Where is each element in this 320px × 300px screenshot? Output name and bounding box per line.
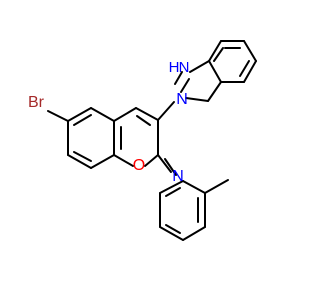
bond xyxy=(185,97,209,102)
bond xyxy=(73,151,92,162)
bond xyxy=(243,40,257,62)
bond xyxy=(208,40,222,62)
benzimidazole-nitrogen-label: N xyxy=(176,91,188,108)
bond xyxy=(165,224,181,234)
benzimidazole-nh-nitrogen-label: N xyxy=(179,59,190,76)
bond xyxy=(239,60,250,77)
bond xyxy=(189,60,210,73)
bromine-label: Br xyxy=(28,94,45,111)
bond xyxy=(204,179,229,194)
bond xyxy=(90,154,115,169)
ring-oxygen-label: O xyxy=(133,157,145,174)
bond xyxy=(207,81,222,102)
bond xyxy=(157,101,175,121)
bond xyxy=(243,60,257,83)
imine-nitrogen-label: N xyxy=(172,168,184,185)
bond xyxy=(113,107,137,122)
benzimidazole-nh-hydrogen-label: H xyxy=(169,59,180,76)
bond xyxy=(174,71,183,85)
atom-labels: Br O N H N N xyxy=(28,59,189,185)
bond xyxy=(47,110,69,122)
bond xyxy=(159,180,184,194)
molecule-diagram: Br O N H N N xyxy=(28,40,257,241)
bond xyxy=(67,154,92,169)
bond xyxy=(136,115,151,126)
bond xyxy=(208,60,222,83)
bond xyxy=(113,154,134,167)
bond xyxy=(73,114,92,126)
bond-network xyxy=(47,40,257,241)
bond xyxy=(157,154,172,173)
bond xyxy=(159,226,184,241)
bond xyxy=(180,78,190,93)
bond xyxy=(213,47,224,62)
bond xyxy=(165,187,181,197)
bond xyxy=(67,107,92,122)
bond xyxy=(144,154,159,167)
bond xyxy=(135,107,159,121)
bond xyxy=(164,158,177,176)
bond xyxy=(182,226,206,241)
bond xyxy=(182,180,206,194)
bond xyxy=(90,107,115,122)
